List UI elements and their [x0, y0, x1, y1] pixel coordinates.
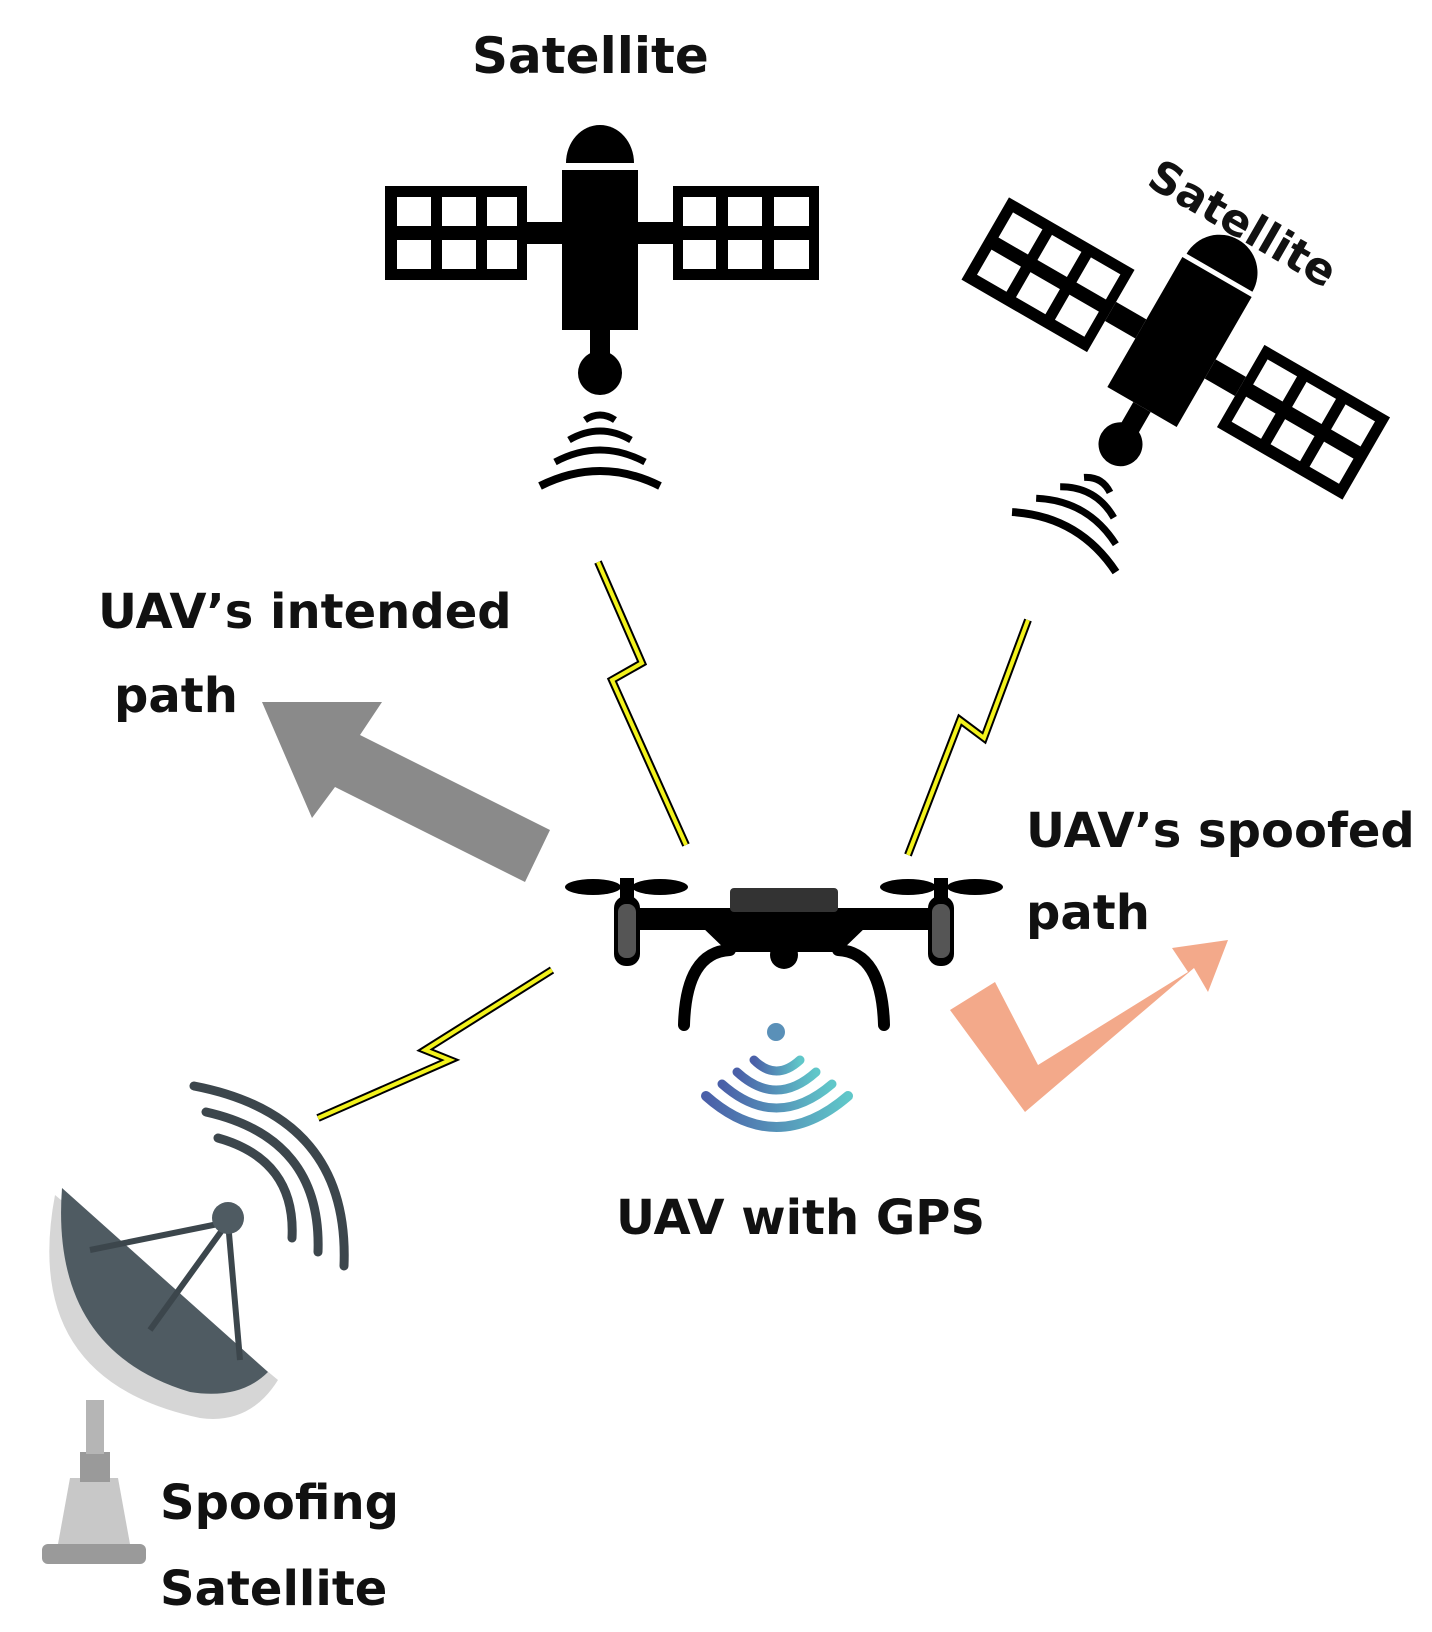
satellite-top-label: Satellite: [472, 27, 709, 85]
spoofing-satellite-label-line2: Satellite: [160, 1561, 388, 1617]
satellite-right-icon: [961, 197, 1391, 575]
spoofed-path-label-line2: path: [1026, 885, 1150, 941]
lightning-bolt-icon-right: [904, 618, 1032, 857]
spoofed-path-label: UAV’s spoofed path: [1026, 790, 1415, 954]
lightning-bolt-icon-top: [594, 560, 690, 847]
drone-icon: [565, 878, 1003, 1031]
spoofing-satellite-label-line1: Spoofing: [160, 1475, 399, 1531]
spoofed-path-arrow: [950, 940, 1228, 1112]
satellite-top-icon: [385, 125, 819, 490]
satellite-dish-icon: [42, 1081, 349, 1564]
gps-signal-icon: [701, 1023, 853, 1132]
spoofed-path-label-line1: UAV’s spoofed: [1026, 803, 1415, 859]
intended-path-label: UAV’s intended path: [98, 570, 512, 738]
spoofing-satellite-label: Spoofing Satellite: [160, 1460, 399, 1632]
uav-label: UAV with GPS: [616, 1190, 986, 1246]
intended-path-label-line2: path: [114, 668, 238, 724]
lightning-bolt-icon-dish: [316, 966, 555, 1122]
intended-path-label-line1: UAV’s intended: [98, 584, 512, 640]
intended-path-arrow: [262, 702, 550, 882]
